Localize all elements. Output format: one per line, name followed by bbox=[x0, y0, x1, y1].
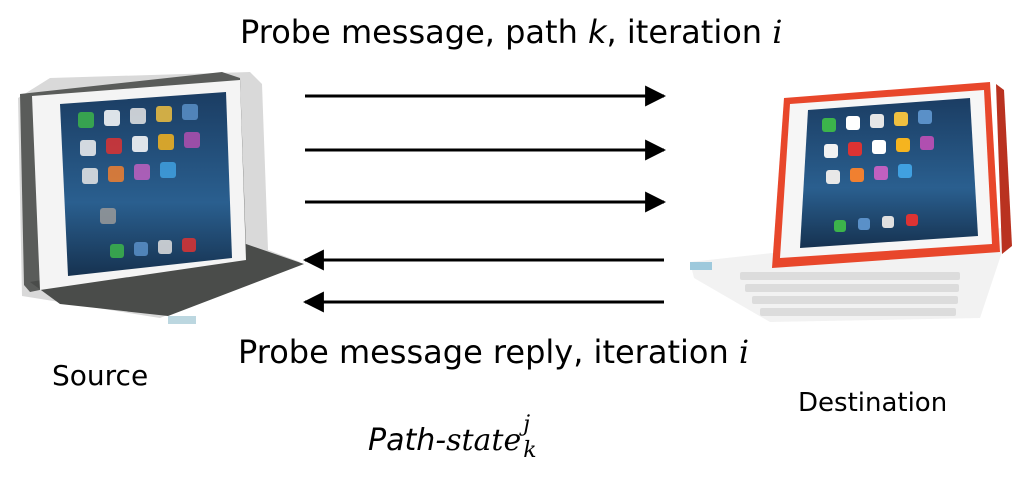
probe-message-caption: Probe message, path k, iteration i bbox=[240, 16, 782, 48]
destination-tab bbox=[690, 262, 712, 270]
caption-text: , iteration bbox=[606, 13, 773, 51]
destination-label: Destination bbox=[798, 388, 948, 418]
source-label: Source bbox=[52, 359, 149, 392]
destination-app-grid bbox=[822, 110, 934, 232]
source-app-grid bbox=[78, 104, 200, 258]
probe-reply-caption: Probe message reply, iteration i bbox=[238, 336, 749, 368]
path-variable: k bbox=[588, 13, 607, 51]
reply-arrows bbox=[302, 249, 664, 313]
iteration-variable: i bbox=[772, 13, 783, 51]
path-state-superscript: j bbox=[523, 412, 531, 437]
iteration-variable: i bbox=[738, 333, 750, 371]
caption-text: Probe message reply, iteration bbox=[238, 333, 739, 371]
forward-arrows bbox=[305, 85, 667, 213]
path-state-main: state bbox=[446, 423, 522, 458]
source-tab bbox=[168, 316, 196, 324]
destination-keys bbox=[740, 272, 960, 316]
destination-screen bbox=[800, 98, 978, 248]
path-state-prefix: Path- bbox=[368, 423, 447, 458]
caption-text: Probe message, path bbox=[240, 13, 589, 51]
destination-tablet-icon bbox=[690, 82, 1012, 322]
source-stand bbox=[30, 244, 304, 316]
path-state-subscript: k bbox=[523, 438, 537, 463]
source-tablet-icon bbox=[18, 72, 304, 324]
destination-case-edge bbox=[996, 84, 1012, 254]
